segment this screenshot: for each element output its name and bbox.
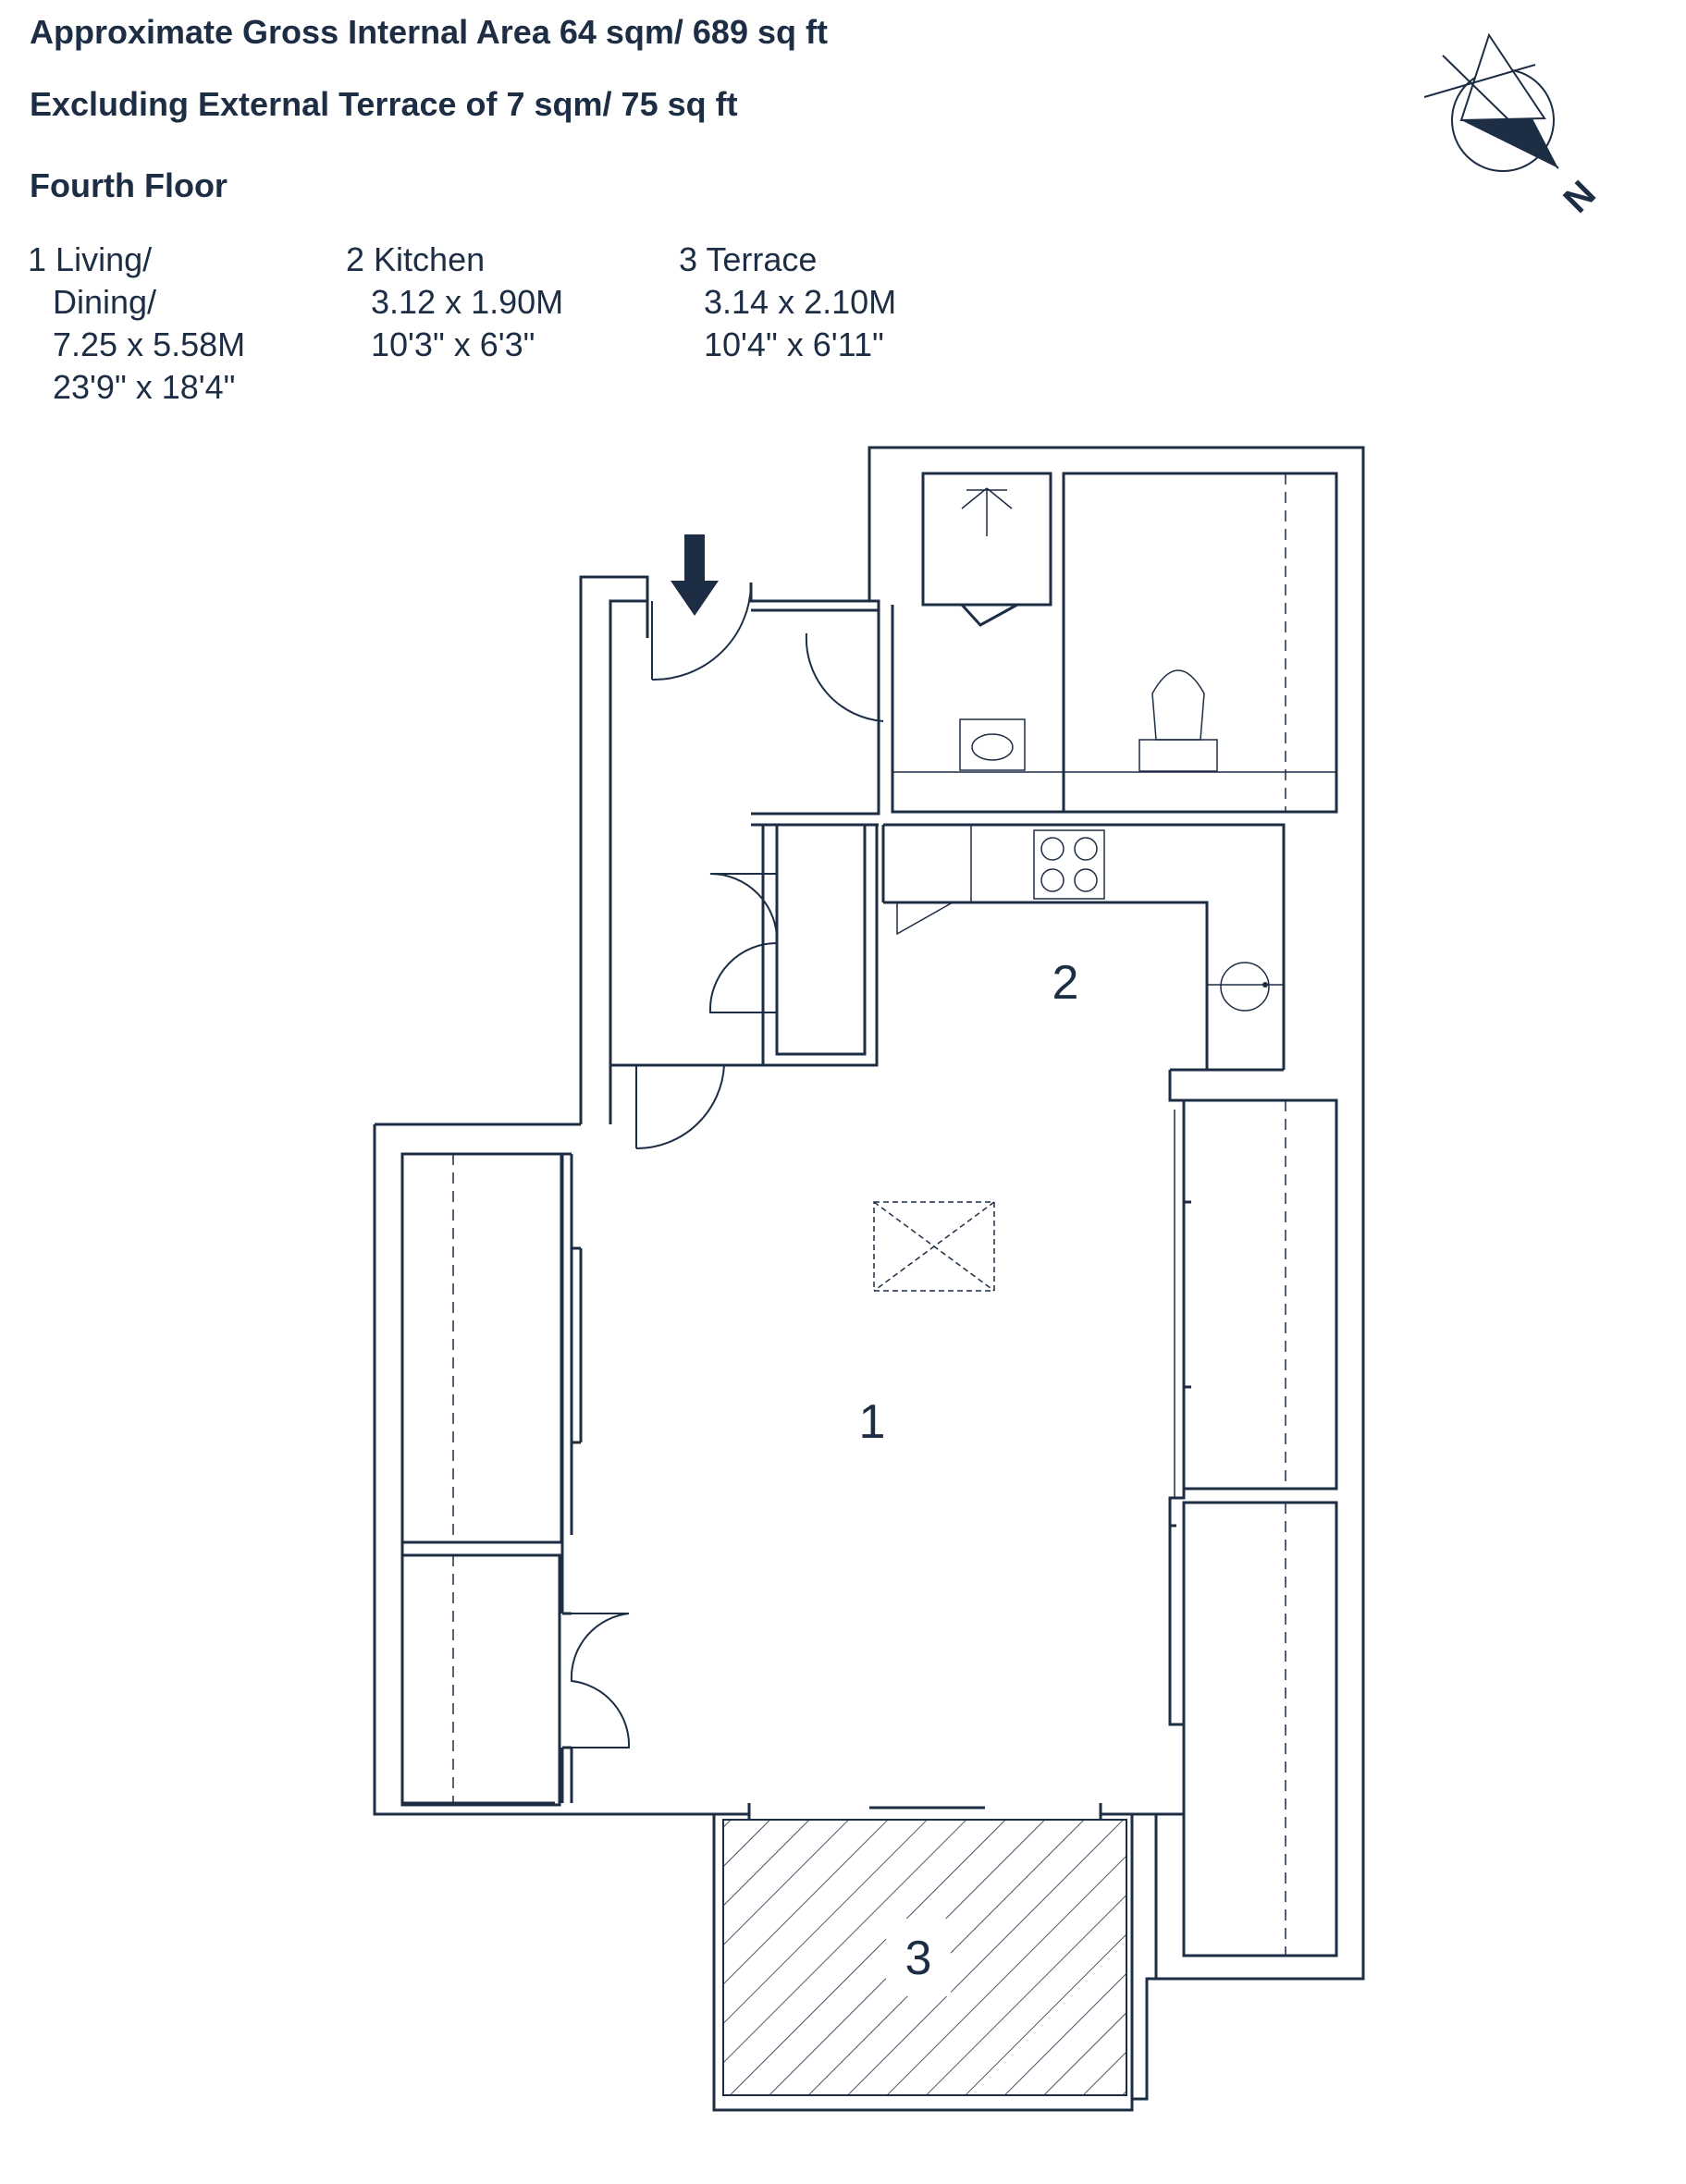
shower-head-icon xyxy=(961,487,1013,536)
floor-title: Fourth Floor xyxy=(30,166,228,204)
room-number: 1 xyxy=(28,240,47,278)
bathroom xyxy=(751,472,1338,814)
entrance-door-swing xyxy=(651,582,752,681)
room-metric: 7.25 x 5.58M xyxy=(53,325,246,363)
basin-icon xyxy=(959,718,1026,771)
cupboard-double-door xyxy=(708,872,779,1013)
hob-icon xyxy=(1033,829,1105,900)
room-name: Kitchen xyxy=(374,240,486,278)
room-number: 2 xyxy=(346,240,365,278)
living-room xyxy=(400,1098,1338,1979)
rooflight-icon xyxy=(873,1201,995,1292)
room-number: 3 xyxy=(679,240,698,278)
room-name: Terrace xyxy=(706,240,818,278)
sink-icon xyxy=(1220,962,1270,1012)
terrace xyxy=(712,1806,1134,2112)
shower-tray xyxy=(921,472,1052,607)
storage-double-door xyxy=(570,1613,631,1748)
north-compass-icon: N xyxy=(1423,32,1604,221)
entrance-arrow-icon xyxy=(671,534,719,616)
compass-north-label: N xyxy=(1556,173,1604,221)
room-imperial: 10'4" x 6'11" xyxy=(704,325,884,363)
room-imperial: 23'9" x 18'4" xyxy=(53,368,236,406)
terrace-note: Excluding External Terrace of 7 sqm/ 75 … xyxy=(30,85,738,123)
room-legend-1: 1 Living/ Dining/ 7.25 x 5.58M 23'9" x 1… xyxy=(28,239,245,409)
room-metric: 3.14 x 2.10M xyxy=(704,283,897,321)
gross-area-title: Approximate Gross Internal Area 64 sqm/ … xyxy=(30,13,828,51)
room-legend-3: 3 Terrace 3.14 x 2.10M 10'4" x 6'11" xyxy=(679,239,896,366)
plan-label-room-2: 2 xyxy=(1052,956,1079,1010)
room-legend-2: 2 Kitchen 3.12 x 1.90M 10'3" x 6'3" xyxy=(346,239,563,366)
plan-label-room-1: 1 xyxy=(859,1395,886,1449)
kitchen xyxy=(881,823,1286,1528)
entrance-hall xyxy=(609,534,880,1150)
room-metric: 3.12 x 1.90M xyxy=(371,283,564,321)
toilet-icon xyxy=(1138,739,1218,772)
plan-label-room-3: 3 xyxy=(905,1932,932,1985)
room-name: Living/ xyxy=(55,240,153,278)
room-imperial: 10'3" x 6'3" xyxy=(371,325,535,363)
room-name-line2: Dining/ xyxy=(53,283,157,321)
